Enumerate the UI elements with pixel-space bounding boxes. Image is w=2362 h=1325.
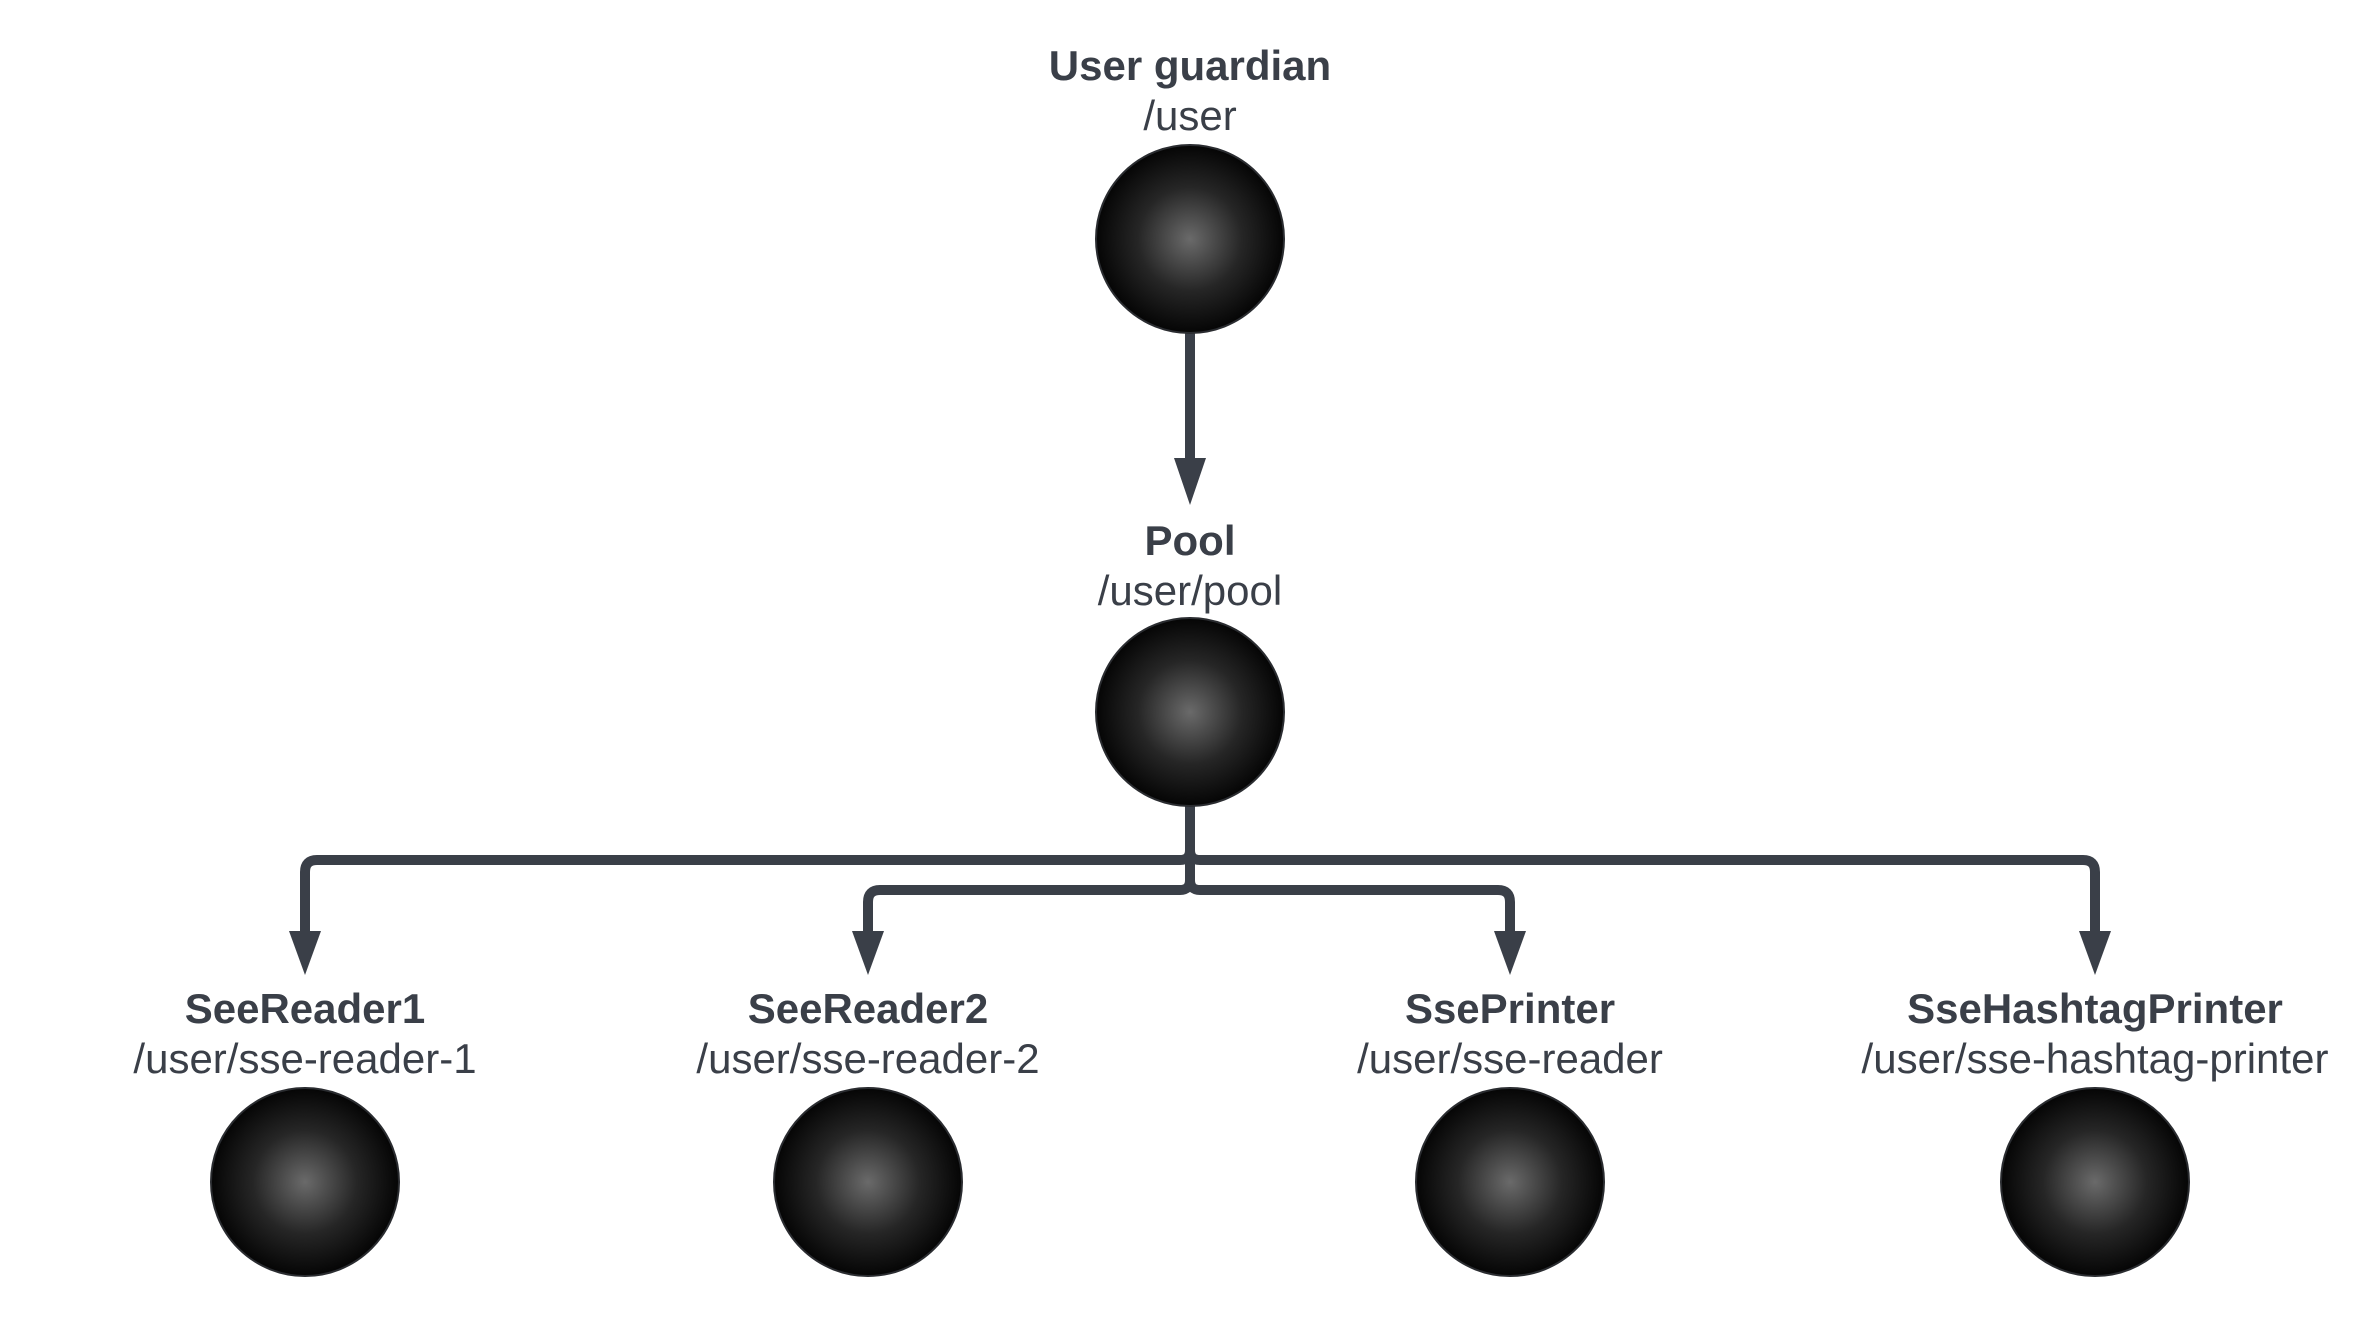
- node-sse-hashtag-printer[interactable]: SseHashtagPrinter /user/sse-hashtag-prin…: [1862, 985, 2329, 1277]
- node-pool[interactable]: Pool /user/pool: [1095, 517, 1285, 807]
- node-name-sse-hashtag-printer: SseHashtagPrinter: [1907, 985, 2283, 1032]
- actor-circle-icon: [210, 1087, 400, 1277]
- node-path-see-reader-1: /user/sse-reader-1: [133, 1035, 476, 1082]
- actor-circle-icon: [2000, 1087, 2190, 1277]
- node-name-see-reader-2: SeeReader2: [748, 985, 989, 1032]
- arrowhead-see-reader-2: [852, 931, 884, 975]
- node-name-pool: Pool: [1145, 517, 1236, 564]
- arrowhead-see-reader-1: [289, 931, 321, 975]
- edge-pool-to-sse-hashtag-printer: [1185, 845, 2100, 940]
- edges: [289, 329, 2111, 975]
- arrowhead-sse-hashtag-printer: [2079, 931, 2111, 975]
- arrowhead-sse-printer: [1494, 931, 1526, 975]
- node-path-user-guardian: /user: [1143, 92, 1236, 139]
- node-path-sse-printer: /user/sse-reader: [1357, 1035, 1663, 1082]
- node-sse-printer[interactable]: SsePrinter /user/sse-reader: [1357, 985, 1663, 1277]
- actor-circle-icon: [1095, 144, 1285, 334]
- node-see-reader-1[interactable]: SeeReader1 /user/sse-reader-1: [133, 985, 477, 1277]
- node-name-sse-printer: SsePrinter: [1405, 985, 1615, 1032]
- node-user-guardian[interactable]: User guardian /user: [1049, 42, 1331, 334]
- node-see-reader-2[interactable]: SeeReader2 /user/sse-reader-2: [696, 985, 1040, 1277]
- arrowhead-pool: [1174, 458, 1206, 505]
- actor-circle-icon: [1415, 1087, 1605, 1277]
- node-path-sse-hashtag-printer: /user/sse-hashtag-printer: [1862, 1035, 2329, 1082]
- edge-pool-to-sse-printer: [1185, 875, 1515, 940]
- node-name-see-reader-1: SeeReader1: [185, 985, 426, 1032]
- node-path-see-reader-2: /user/sse-reader-2: [696, 1035, 1039, 1082]
- actor-circle-icon: [1095, 617, 1285, 807]
- node-path-pool: /user/pool: [1098, 567, 1282, 614]
- node-name-user-guardian: User guardian: [1049, 42, 1331, 89]
- actor-circle-icon: [773, 1087, 963, 1277]
- edge-pool-to-see-reader-1: [300, 801, 1195, 940]
